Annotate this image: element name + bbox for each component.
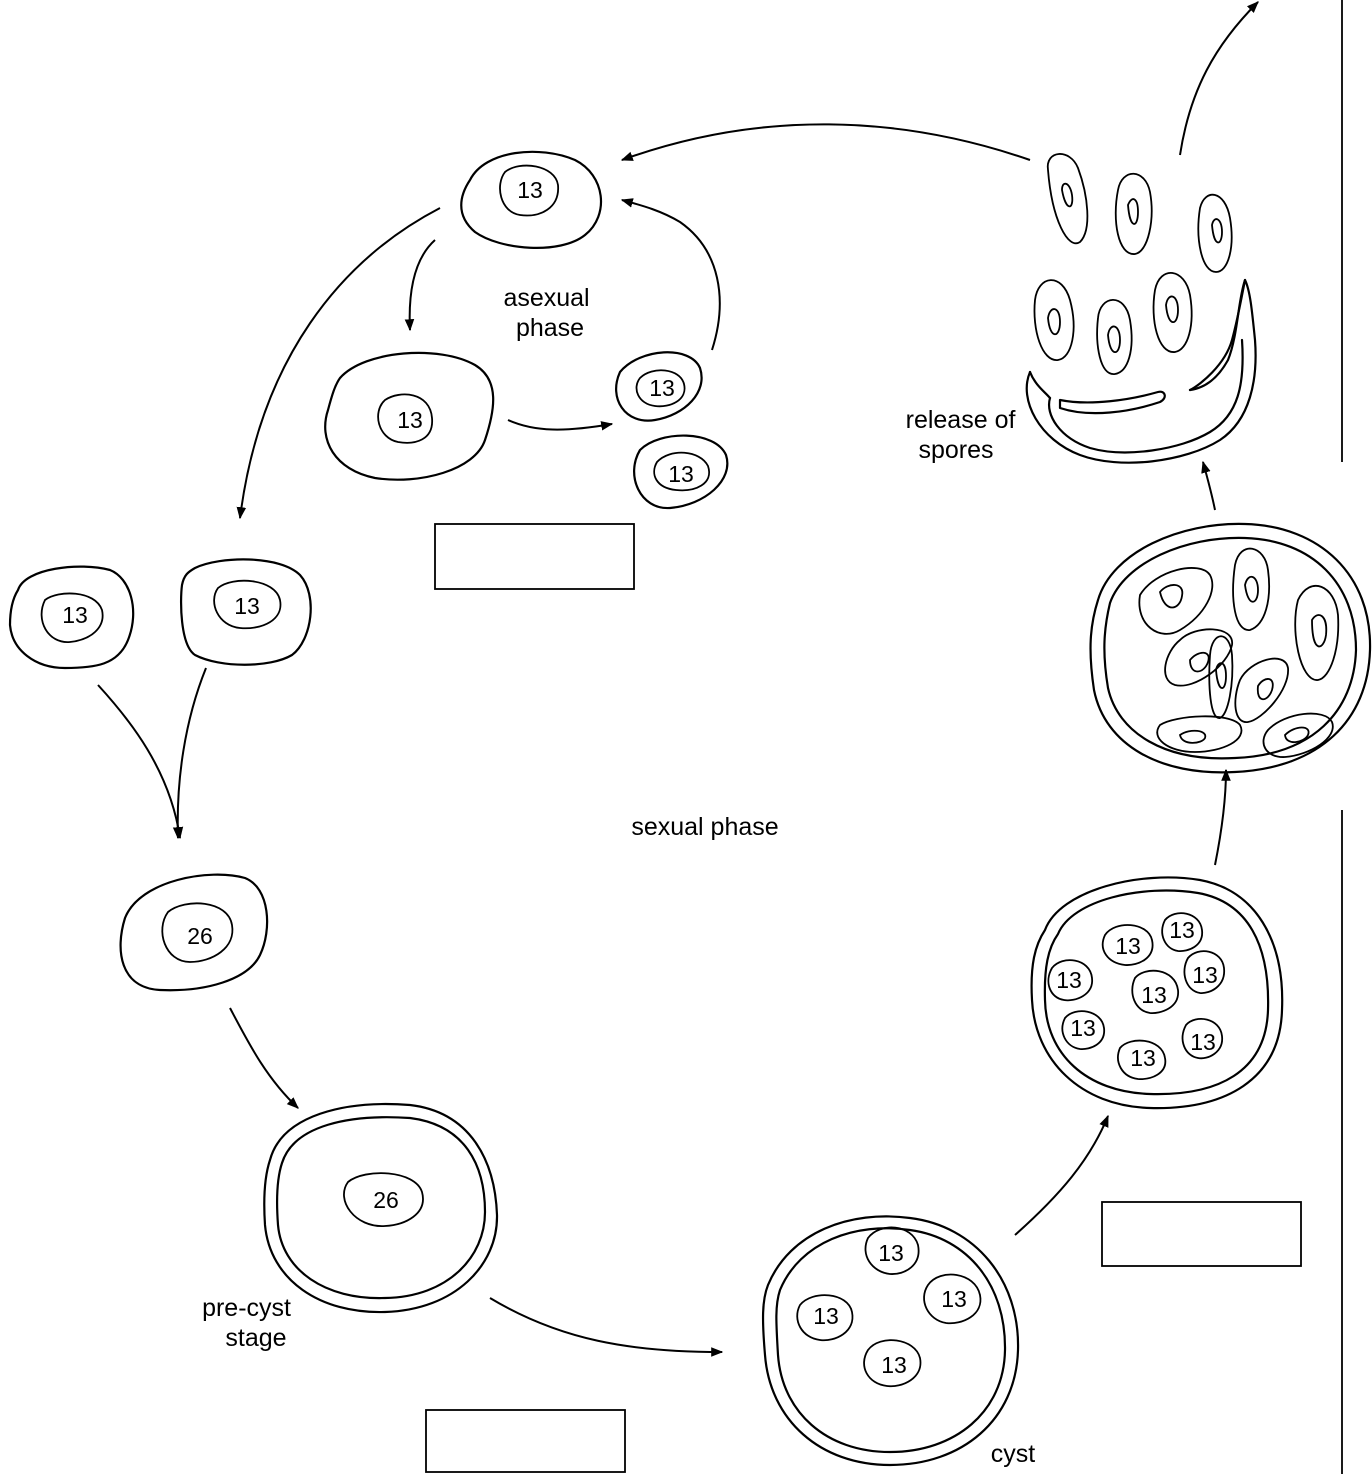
chromosome-number: 13 bbox=[881, 1352, 907, 1378]
chromosome-number: 26 bbox=[373, 1187, 399, 1213]
gamete-cell-right: 13 bbox=[181, 559, 311, 664]
chromosome-number: 13 bbox=[397, 407, 423, 433]
cyst-nucleus-bottom: 13 bbox=[864, 1340, 920, 1386]
chromosome-number: 13 bbox=[1130, 1045, 1156, 1071]
answer-box-2[interactable] bbox=[426, 1410, 625, 1472]
arrow-large-to-daughters bbox=[508, 420, 612, 430]
asexual-cell-large: 13 bbox=[325, 353, 493, 480]
cyst-label: cyst bbox=[991, 1440, 1036, 1468]
chromosome-number: 13 bbox=[941, 1286, 967, 1312]
cyst-nucleus-left: 13 bbox=[797, 1295, 852, 1340]
arrow-multinucleate-to-spores bbox=[1215, 770, 1226, 865]
asexual-daughter-cell-2: 13 bbox=[634, 436, 727, 509]
chromosome-number: 13 bbox=[1190, 1029, 1216, 1055]
cyst-with-spores bbox=[1091, 524, 1371, 772]
chromosome-number: 13 bbox=[1141, 982, 1167, 1008]
asexual-cell-top: 13 bbox=[461, 152, 601, 248]
arrow-top-to-large bbox=[410, 240, 435, 330]
spore-nucleus: 13 bbox=[1162, 913, 1202, 951]
answer-box-3[interactable] bbox=[1102, 1202, 1301, 1266]
spore-nucleus: 13 bbox=[1184, 951, 1224, 993]
chromosome-number: 13 bbox=[813, 1303, 839, 1329]
spore-release-wall bbox=[1027, 280, 1256, 463]
arrow-spores-to-asexual bbox=[622, 124, 1030, 160]
arrow-cyst-to-meiosis bbox=[1015, 1116, 1108, 1235]
arrow-spores-out bbox=[1180, 2, 1258, 155]
arrow-precyst-to-cyst bbox=[490, 1298, 722, 1352]
chromosome-number: 13 bbox=[62, 602, 88, 628]
arrow-zygote-to-precyst bbox=[230, 1008, 298, 1108]
cyst-nucleus-top: 13 bbox=[865, 1227, 918, 1274]
chromosome-number: 13 bbox=[1192, 962, 1218, 988]
chromosome-number: 13 bbox=[1115, 933, 1141, 959]
answer-box-1[interactable] bbox=[435, 524, 634, 589]
asexual-phase-label: asexual phase bbox=[503, 284, 596, 342]
cyst-nucleus-right: 13 bbox=[924, 1275, 980, 1324]
spore-nucleus: 13 bbox=[1103, 925, 1153, 965]
asexual-daughter-cell-1: 13 bbox=[616, 352, 701, 420]
chromosome-number: 13 bbox=[1070, 1015, 1096, 1041]
sexual-phase-label: sexual phase bbox=[631, 813, 778, 841]
gamete-cell-left: 13 bbox=[10, 567, 133, 668]
chromosome-number: 13 bbox=[517, 177, 543, 203]
pre-cyst-stage-label: pre-cyst stage bbox=[202, 1294, 298, 1352]
chromosome-number: 13 bbox=[234, 593, 260, 619]
chromosome-number: 13 bbox=[1056, 967, 1082, 993]
zygote-cell: 26 bbox=[121, 875, 268, 991]
arrow-gamete-left-to-zygote bbox=[98, 685, 180, 838]
spore-nucleus: 13 bbox=[1183, 1019, 1223, 1058]
spore-nucleus: 13 bbox=[1118, 1041, 1165, 1080]
chromosome-number: 13 bbox=[649, 375, 675, 401]
chromosome-number: 13 bbox=[668, 461, 694, 487]
arrow-gamete-right-to-zygote bbox=[178, 668, 206, 838]
released-spores bbox=[1034, 154, 1231, 374]
arrow-daughters-to-top bbox=[622, 200, 720, 350]
spore-nucleus: 13 bbox=[1048, 960, 1092, 1000]
spore-nucleus: 13 bbox=[1062, 1011, 1104, 1049]
arrow-top-to-gametes bbox=[240, 208, 440, 518]
arrow-spores-to-release bbox=[1203, 462, 1215, 510]
release-of-spores-label: release of spores bbox=[906, 406, 1023, 464]
spore-nucleus: 13 bbox=[1132, 971, 1178, 1013]
cyst-cell: 13 13 13 13 bbox=[763, 1216, 1018, 1465]
chromosome-number: 13 bbox=[878, 1240, 904, 1266]
pre-cyst-cell: 26 bbox=[264, 1104, 497, 1312]
chromosome-number: 13 bbox=[1169, 917, 1195, 943]
multinucleate-cyst: 13 13 13 13 13 13 13 13 bbox=[1032, 877, 1283, 1108]
chromosome-number: 26 bbox=[187, 923, 213, 949]
